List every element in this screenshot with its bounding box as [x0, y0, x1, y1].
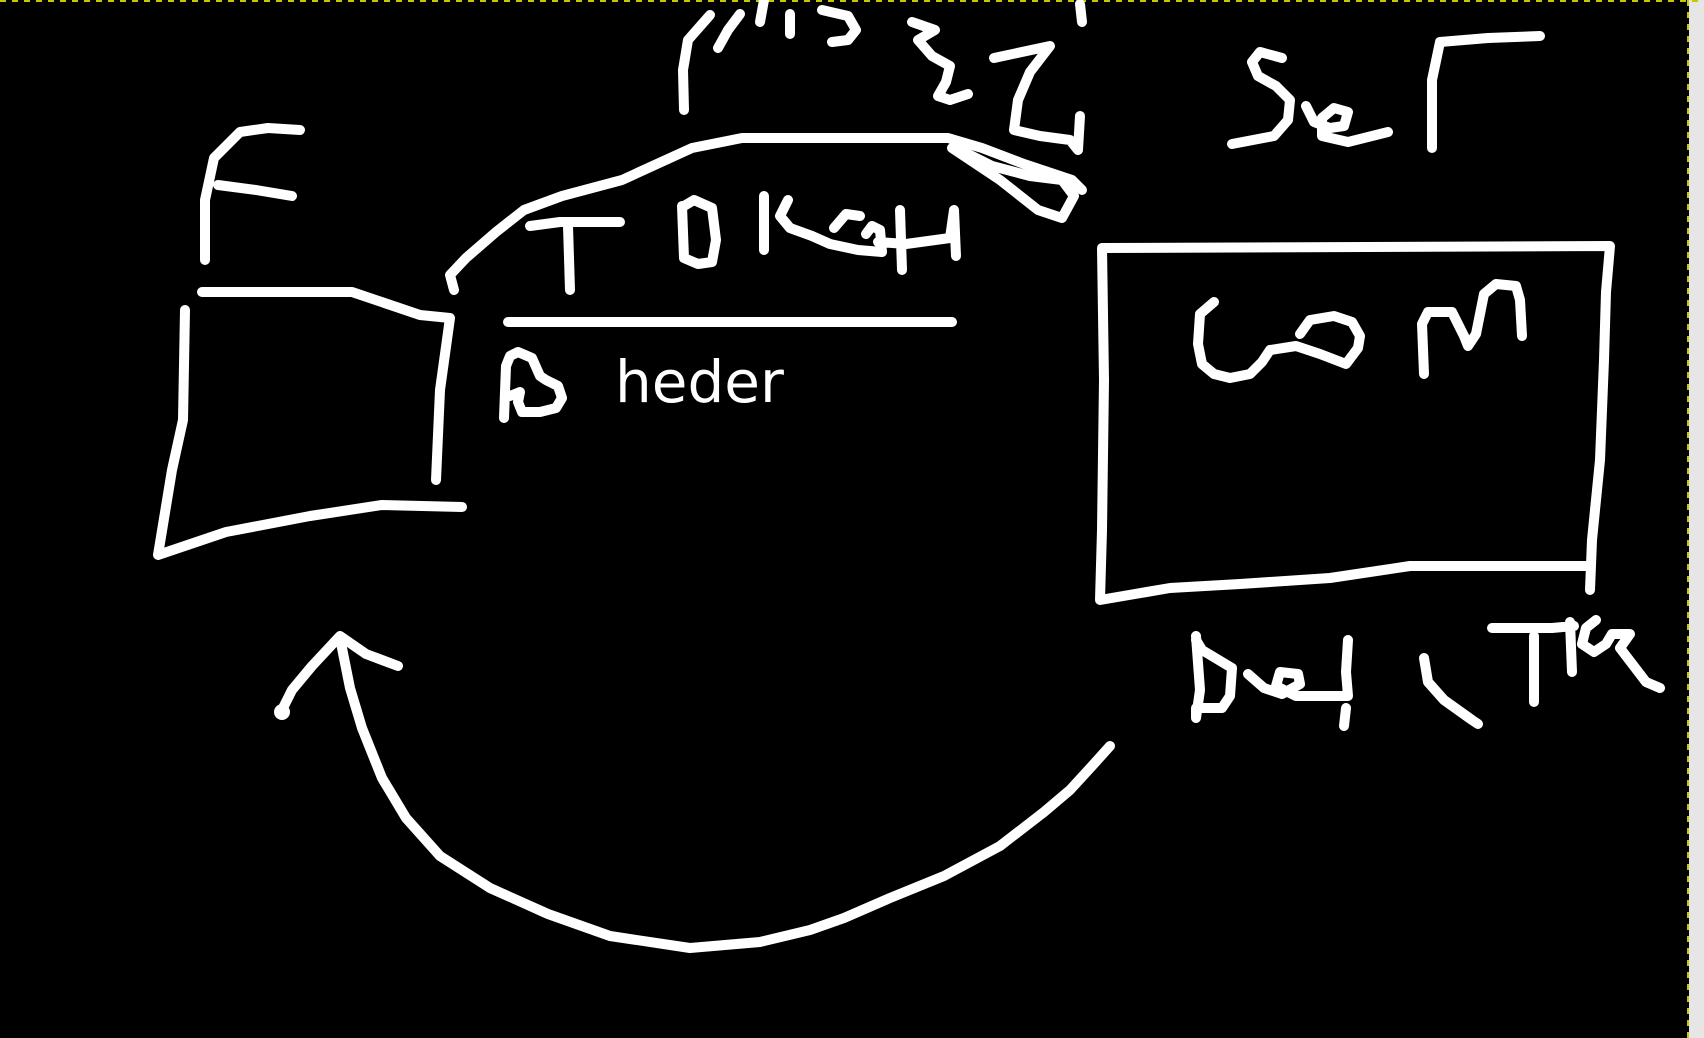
handwritten-label-f: [200, 123, 305, 265]
canvas-right-border: [1689, 0, 1704, 1038]
response-arrowhead: [277, 631, 403, 715]
handwritten-label-ser: [1227, 31, 1545, 153]
handwritten-label-token: [525, 191, 961, 295]
response-arc: [335, 633, 1115, 953]
canvas-top-dashed-border: [0, 0, 1704, 2]
handwritten-label-dom: [1193, 279, 1527, 383]
right-box: [1095, 241, 1615, 605]
left-box: [153, 287, 467, 560]
b-glyph-icon: [499, 347, 567, 423]
canvas-right-dashed-border: [1687, 0, 1689, 1038]
request-arrowhead: [947, 143, 1079, 223]
request-arc: [445, 133, 1087, 295]
response-arrow-tip: [274, 704, 290, 720]
handwritten-label-dom-tok: [1191, 615, 1665, 731]
header-label: heder: [615, 348, 784, 416]
handwritten-label-top-left: [678, 0, 861, 115]
handwritten-label-top-mid: [907, 0, 1087, 155]
